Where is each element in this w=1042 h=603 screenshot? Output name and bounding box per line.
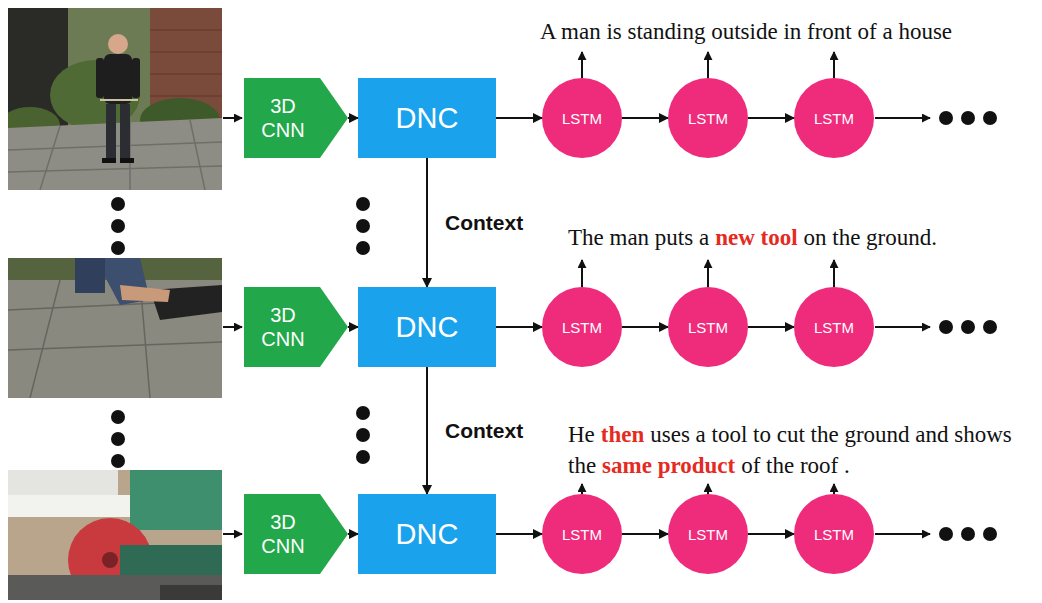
cnn-shape	[244, 494, 348, 574]
caption-line: A man is standing outside in front of a …	[540, 16, 1038, 47]
node-label: LSTM	[688, 319, 728, 336]
lstm-circle: LSTM	[542, 494, 622, 574]
highlight-word: then	[601, 422, 644, 447]
video-frame	[8, 8, 222, 190]
cnn-block: 3D CNN	[244, 494, 348, 574]
connector-arrow	[348, 326, 358, 328]
video-frame	[8, 258, 222, 398]
caption-text: A man is standing outside in front of a …	[540, 19, 952, 44]
connector-arrow	[748, 326, 794, 328]
lstm-circle: LSTM	[668, 494, 748, 574]
cnn-pentagon	[244, 78, 348, 158]
lstm-circle: LSTM	[794, 78, 874, 158]
ellipsis-dots	[939, 111, 997, 541]
node-label: DNC	[396, 311, 459, 344]
node-label: 3D CNN	[252, 510, 314, 558]
node-label: 3D CNN	[252, 303, 314, 351]
highlight-word: same product	[602, 453, 735, 478]
connector-arrow	[426, 367, 428, 494]
node-label: LSTM	[814, 526, 854, 543]
node-label: LSTM	[688, 526, 728, 543]
connector-arrow	[748, 533, 794, 535]
connector-arrow	[622, 117, 668, 119]
node-label: LSTM	[562, 319, 602, 336]
caption-text: The man puts a	[568, 225, 709, 250]
connector-arrow	[426, 158, 428, 287]
node-label: LSTM	[562, 526, 602, 543]
caption-line: The man puts anew tool on the ground.	[568, 222, 1038, 253]
lstm-circle: LSTM	[668, 78, 748, 158]
node-label: DNC	[396, 518, 459, 551]
connector-arrow	[496, 117, 542, 119]
cnn-shape	[244, 287, 348, 367]
lstm-circle: LSTM	[794, 494, 874, 574]
lstm-circle: LSTM	[668, 287, 748, 367]
video-frame	[8, 470, 222, 600]
cnn-pentagon	[244, 494, 348, 574]
caption-text: He	[568, 422, 595, 447]
ellipsis-dots	[111, 197, 125, 468]
edge-label: Context	[443, 211, 525, 235]
connector-arrow	[748, 117, 794, 119]
cnn-block: 3D CNN	[244, 287, 348, 367]
lstm-circle: LSTM	[542, 78, 622, 158]
caption-line: Hethenuses a tool to cut the ground and …	[568, 419, 1038, 481]
highlight-word: new tool	[715, 225, 797, 250]
connector-arrow	[496, 533, 542, 535]
node-label: LSTM	[814, 110, 854, 127]
connector-arrow	[622, 326, 668, 328]
node-label: LSTM	[814, 319, 854, 336]
lstm-circle: LSTM	[794, 287, 874, 367]
cnn-shape	[244, 78, 348, 158]
node-label: DNC	[396, 102, 459, 135]
edge-label: Context	[443, 419, 525, 443]
dnc-block: DNC	[358, 287, 496, 367]
dnc-block: DNC	[358, 78, 496, 158]
cnn-block: 3D CNN	[244, 78, 348, 158]
node-label: 3D CNN	[252, 94, 314, 142]
connector-arrow	[496, 326, 542, 328]
dnc-block: DNC	[358, 494, 496, 574]
node-label: LSTM	[562, 110, 602, 127]
caption-text: on the ground.	[804, 225, 938, 250]
cnn-pentagon	[244, 287, 348, 367]
connector-arrow	[348, 533, 358, 535]
connector-arrow	[622, 533, 668, 535]
node-label: LSTM	[688, 110, 728, 127]
connector-arrow	[348, 117, 358, 119]
lstm-circle: LSTM	[542, 287, 622, 367]
caption-text: of the roof .	[741, 453, 850, 478]
